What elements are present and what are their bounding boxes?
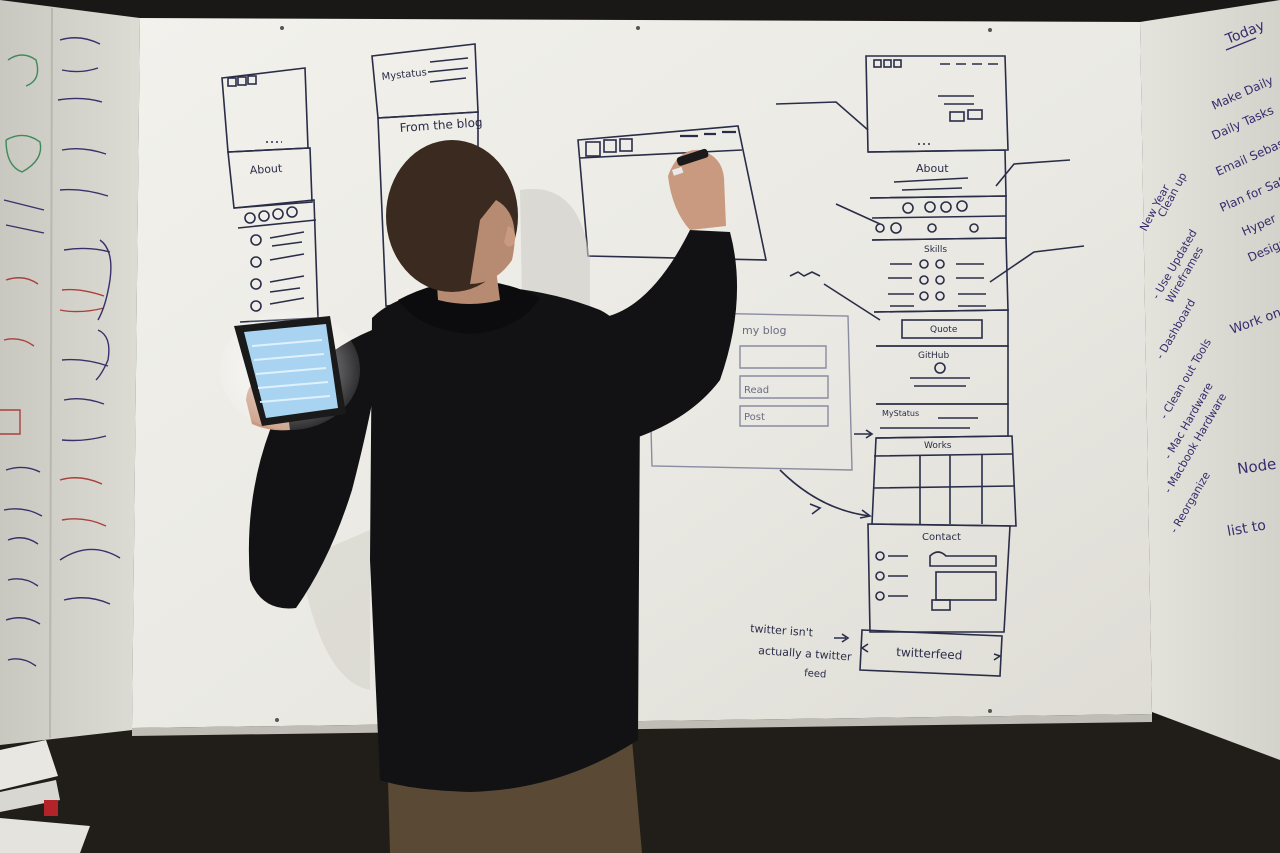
wireframe-main-page (859, 55, 1017, 677)
wf1-about-label: About (249, 162, 283, 177)
right-side-whiteboard (1140, 0, 1280, 760)
wf2-title-label: Mystatus (381, 67, 427, 83)
wf-main-works: Works (924, 441, 952, 451)
hoodie (370, 286, 640, 792)
wf-main-github: GitHub (918, 351, 949, 361)
left-side-whiteboard (0, 0, 140, 745)
right-arm (600, 230, 738, 440)
wireframe-desktop (577, 125, 767, 261)
wf2-from-blog-label: From the blog (399, 115, 483, 135)
annotation-arrows (775, 101, 1085, 643)
wf-main-quote: Quote (930, 325, 958, 335)
right-wall-item-7: Node (1236, 455, 1277, 478)
wf-main-contact: Contact (922, 532, 961, 543)
wf-center-field-2: Post (744, 412, 765, 423)
wf-main-about: About (916, 162, 949, 175)
wf-main-twitterfeed: twitterfeed (896, 645, 963, 662)
wf-center-blog-label: my blog (742, 324, 786, 337)
wf-main-skills: Skills (924, 245, 947, 255)
annotation-line-1: twitter isn't (750, 622, 814, 639)
annotation-line-3: feed (804, 668, 827, 681)
left-wall-writing (0, 37, 121, 667)
right-wall-item-8: list to (1226, 517, 1267, 540)
marker (676, 148, 709, 166)
paper-stack (0, 740, 90, 853)
tablet (220, 310, 360, 430)
wf-center-field-1: Read (744, 385, 769, 396)
wf-main-mystatus: MyStatus (882, 409, 919, 418)
right-hand (668, 149, 726, 230)
